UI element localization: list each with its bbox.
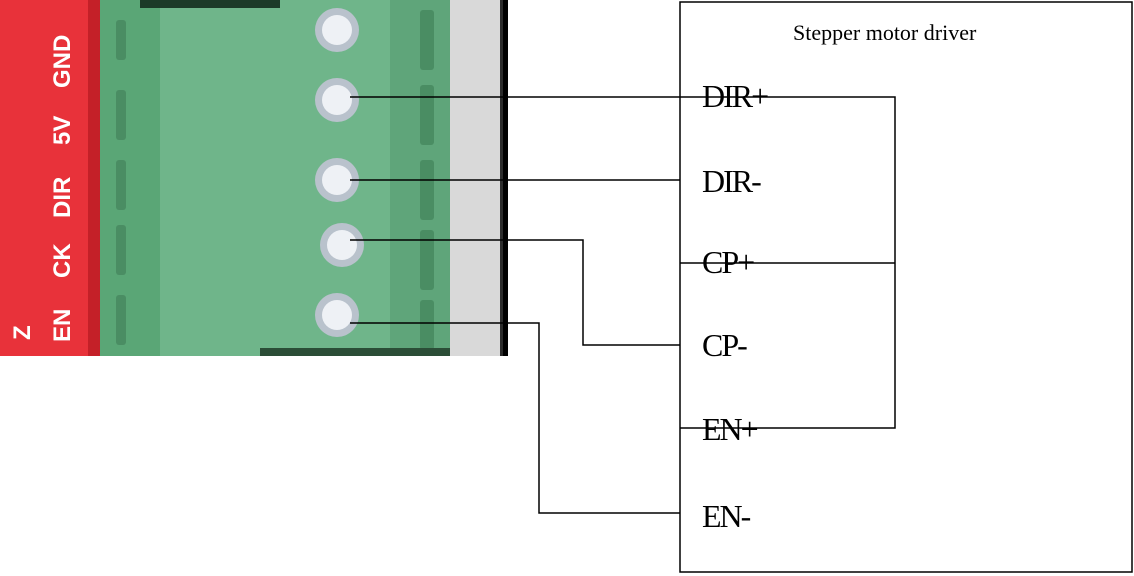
pin-label-cp-minus: CP- bbox=[702, 327, 747, 363]
board-label-gnd: GND bbox=[49, 35, 76, 88]
screw-icon bbox=[315, 293, 359, 337]
pin-label-cp-plus: CP+ bbox=[702, 244, 754, 280]
board-label-5v: 5V bbox=[49, 116, 76, 145]
pcb-board bbox=[0, 0, 100, 356]
board-label-ck: CK bbox=[49, 243, 76, 278]
controller-board-photo: GND 5V DIR CK EN Z bbox=[0, 0, 508, 356]
screw-icon bbox=[320, 223, 364, 267]
pin-label-dir-minus: DIR- bbox=[702, 163, 761, 199]
board-frame-edge bbox=[503, 0, 508, 356]
board-top-strip bbox=[140, 0, 280, 8]
wire-ck bbox=[350, 239, 680, 346]
wire-en bbox=[350, 322, 680, 514]
pin-label-dir-plus: DIR+ bbox=[702, 78, 768, 114]
pin-label-en-minus: EN- bbox=[702, 498, 751, 534]
pcb-edge bbox=[88, 0, 100, 356]
screw-icon bbox=[315, 78, 359, 122]
pin-label-en-plus: EN+ bbox=[702, 411, 758, 447]
board-bottom-band bbox=[260, 348, 450, 356]
board-label-en: EN bbox=[49, 309, 76, 342]
wiring bbox=[350, 96, 896, 514]
screw-icon bbox=[315, 158, 359, 202]
terminal-screws bbox=[315, 8, 364, 337]
board-frame-light bbox=[450, 0, 500, 356]
terminal-slots bbox=[116, 10, 434, 350]
driver-outline bbox=[679, 1, 1133, 573]
stepper-driver-box: Stepper motor driver DIR+ DIR- CP+ CP- E… bbox=[679, 1, 1133, 573]
screw-icon bbox=[315, 8, 359, 52]
driver-title: Stepper motor driver bbox=[793, 20, 977, 45]
board-label-dir: DIR bbox=[49, 177, 76, 218]
terminal-block-shade bbox=[100, 0, 160, 356]
board-label-partial: Z bbox=[9, 325, 36, 340]
